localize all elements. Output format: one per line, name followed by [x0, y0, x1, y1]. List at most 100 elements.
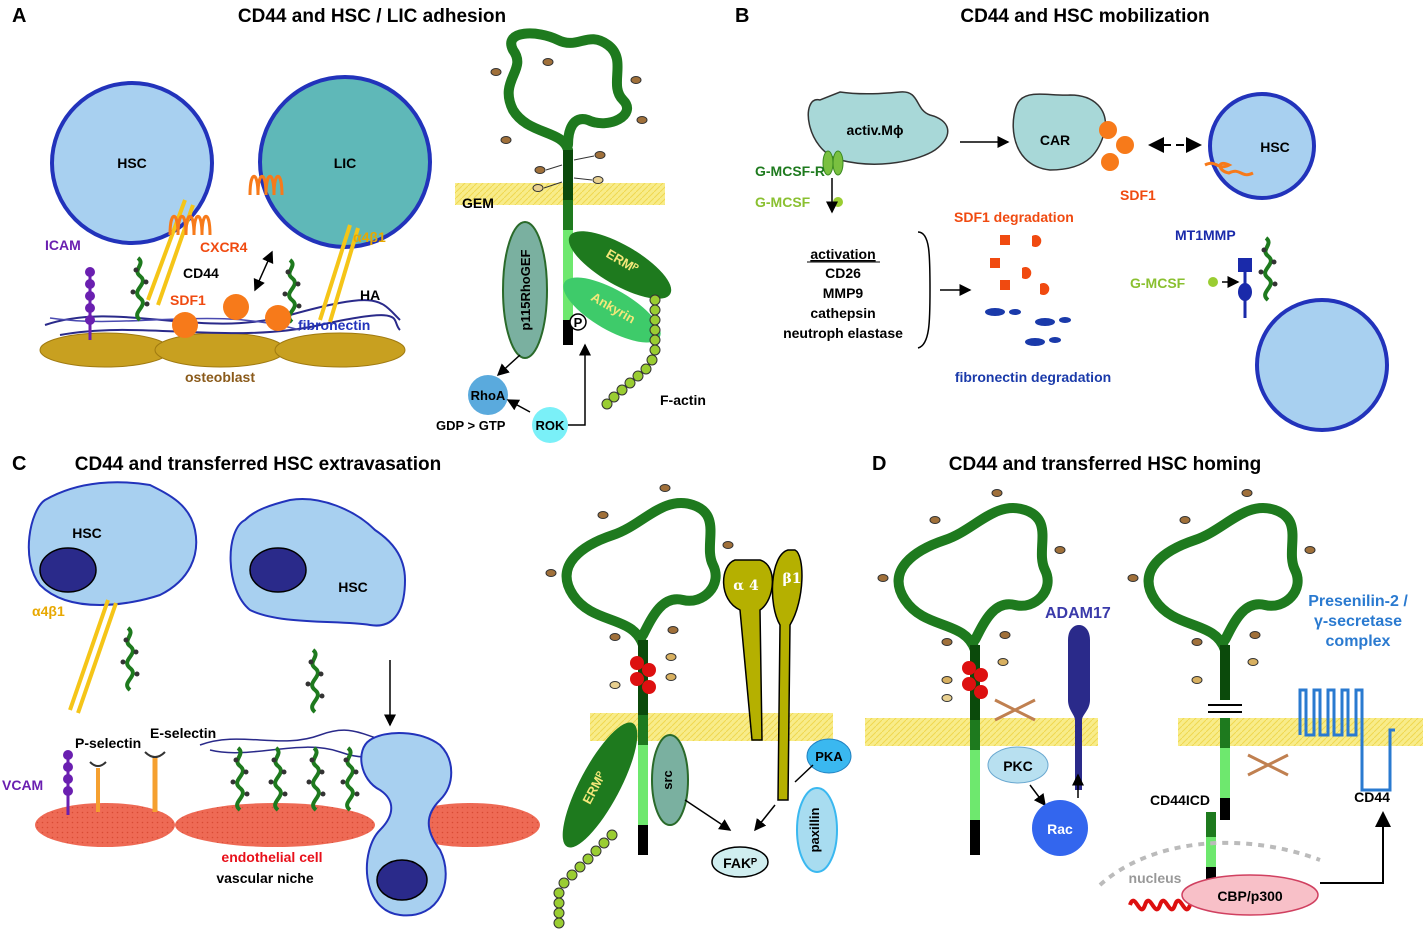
- panel-c-title: CD44 and transferred HSC extravasation: [75, 454, 441, 475]
- panel-b-title: CD44 and HSC mobilization: [960, 6, 1209, 27]
- osteoblast-cell-1: [39, 332, 171, 368]
- cd44-cyto-d2: [1220, 748, 1230, 798]
- presenilin-label-3: complex: [1326, 633, 1391, 650]
- cd44-full-molecule-d2: [1127, 489, 1316, 700]
- e-selectin-label: E-selectin: [150, 725, 216, 741]
- panel-a-title: CD44 and HSC / LIC adhesion: [238, 6, 506, 27]
- integrin-to-fak-arrow: [754, 804, 776, 832]
- hsc-label-b: HSC: [1260, 139, 1290, 155]
- nucleus-membrane: [1098, 840, 1321, 887]
- a4-label: α 4: [733, 578, 759, 594]
- panel-c-letter: C: [12, 453, 26, 475]
- osteoblast-label: osteoblast: [185, 369, 255, 385]
- panel-b: B CD44 and HSC mobilization activ.Mϕ CAR…: [735, 5, 1389, 432]
- vcam-label: VCAM: [2, 777, 43, 793]
- activated-macrophage: [807, 91, 949, 165]
- panel-d-letter: D: [872, 453, 886, 475]
- cbp-p300-protein: [1181, 874, 1319, 916]
- fibronectin-degradation-label: fibronectin degradation: [955, 369, 1111, 385]
- panel-d: D CD44 and transferred HSC homing ADAM17…: [865, 453, 1423, 916]
- adam17-label: ADAM17: [1045, 605, 1111, 622]
- rok-protein: [532, 407, 568, 443]
- rok-to-cd44-arrow: [568, 343, 591, 426]
- cxcr4-receptor-lic: [248, 174, 284, 196]
- cd44icd-label: CD44ICD: [1150, 792, 1210, 808]
- dna-helix: [1128, 898, 1192, 912]
- cd44-label: CD44: [183, 265, 219, 281]
- hsc-nucleus-c1: [39, 547, 97, 593]
- activation-bracket: [917, 231, 931, 349]
- cd44-molecule-b: [1256, 236, 1280, 302]
- paxillin-protein: [796, 787, 838, 873]
- activ-mphi-label: activ.Mϕ: [847, 122, 904, 138]
- phospho-label-a: P: [574, 315, 583, 330]
- rhoa-label: RhoA: [471, 388, 506, 403]
- panel-a: A CD44 and HSC / LIC adhesion osteoblast…: [12, 5, 706, 443]
- hsc-cell: [50, 81, 214, 245]
- ankyrin-protein: [563, 277, 661, 343]
- cd44-tail-a: [563, 320, 573, 345]
- endothelial-cell-3: [400, 803, 540, 847]
- rok-label: ROK: [536, 418, 566, 433]
- e-selectin: [144, 751, 166, 812]
- neutroph-elastase-label: neutroph elastase: [783, 325, 903, 341]
- p-selectin: [89, 761, 107, 812]
- sdf1-cxcr4-arrow: [253, 250, 274, 292]
- p-selectin-label: P-selectin: [75, 735, 141, 751]
- cxcr4-receptor-hsc: [168, 214, 212, 236]
- hsc-label-c2: HSC: [338, 579, 368, 595]
- cd44-molecule-c1: [118, 626, 142, 692]
- a4b1-label-c: α4β1: [32, 603, 65, 619]
- adam17-protein: [1068, 625, 1090, 790]
- mmp9-label: MMP9: [823, 285, 864, 301]
- panel-c: C CD44 and transferred HSC extravasation…: [2, 453, 852, 929]
- cbp-p300-label: CBP/p300: [1217, 888, 1283, 904]
- osteoblast-cell-2: [154, 332, 286, 368]
- icam-label: ICAM: [45, 237, 81, 253]
- cxcr4-label: CXCR4: [200, 239, 248, 255]
- p115-to-rhoa-arrow: [496, 354, 521, 377]
- f-actin-label-a: F-actin: [660, 392, 706, 408]
- lipid-membrane-a: [455, 183, 665, 205]
- ermp-protein-a: [568, 231, 672, 299]
- hsc-label: HSC: [117, 155, 147, 171]
- cd44-tail-d2: [1220, 798, 1230, 820]
- sdf1-ball-1: [172, 312, 198, 338]
- cd44-full-molecule-a: [490, 28, 648, 205]
- hsc-label-c1: HSC: [72, 525, 102, 541]
- cd44-cluster: [228, 746, 362, 812]
- phospho-site-a: [569, 313, 587, 331]
- cd26-label: CD26: [825, 265, 861, 281]
- rac-protein: [1032, 800, 1088, 856]
- cd44-cyto-c: [638, 745, 648, 825]
- cd44-tm-d1: [970, 720, 980, 750]
- p115rhogef-label: p115RhoGEF: [518, 249, 533, 330]
- paxillin-label: paxillin: [807, 808, 822, 853]
- p115rhogef-protein: [502, 221, 548, 359]
- gmcsf-label: G-MCSF: [755, 194, 811, 210]
- panel-b-letter: B: [735, 5, 749, 27]
- vcam-molecule: [63, 750, 73, 815]
- sdf1-fragments: [990, 235, 1050, 295]
- pka-kinase: [806, 738, 852, 774]
- hsc-cell-c2: [229, 498, 407, 627]
- sdf1-b-1: [1099, 121, 1117, 139]
- rac-label: Rac: [1047, 821, 1073, 837]
- car-label: CAR: [1040, 132, 1070, 148]
- integrin-a4b1-right: [318, 224, 360, 323]
- presenilin-complex: [1298, 688, 1395, 792]
- pka-inhibition: [794, 764, 814, 783]
- cd44-full-molecule-c: [545, 484, 734, 715]
- cd44-molecule-hsc: [128, 256, 152, 322]
- b1-label: β1: [782, 571, 801, 587]
- rhoa-protein: [468, 375, 508, 415]
- src-to-fak-arrow: [684, 799, 732, 831]
- transcription-arrow: [1320, 811, 1391, 884]
- sdf1-label: SDF1: [170, 292, 206, 308]
- presenilin-label-1: Presenilin-2 /: [1308, 593, 1408, 610]
- sdf1-degradation-label: SDF1 degradation: [954, 209, 1074, 225]
- src-kinase: [651, 734, 689, 826]
- gmcsf-ligand-2: [1208, 277, 1218, 287]
- nucleus-label: nucleus: [1129, 870, 1182, 886]
